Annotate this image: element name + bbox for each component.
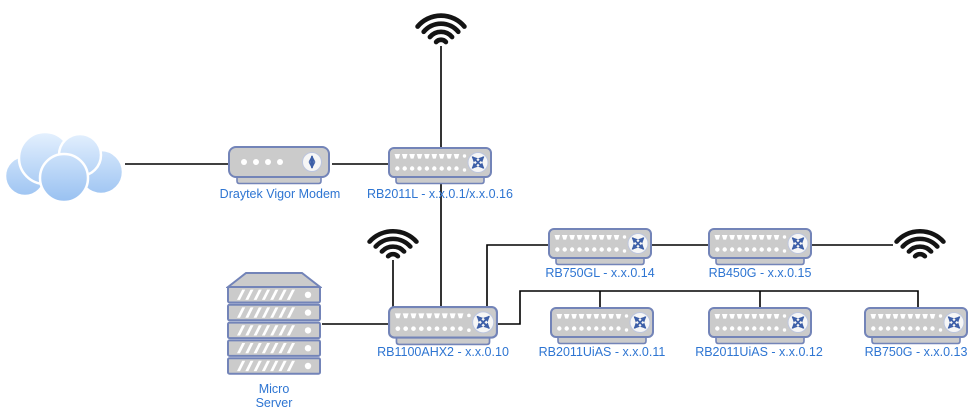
label-micro-server: Micro Server xyxy=(255,382,293,410)
modem-draytek-icon xyxy=(228,146,332,186)
label-rb450g: RB450G - x.x.0.15 xyxy=(708,266,812,280)
wifi-top-icon xyxy=(414,9,468,47)
label-rb2011uias-11: RB2011UiAS - x.x.0.11 xyxy=(538,345,666,359)
label-rb2011uias-12: RB2011UiAS - x.x.0.12 xyxy=(695,345,823,359)
router-rb2011uias-12-icon xyxy=(708,307,812,345)
wifi-left-icon xyxy=(366,225,420,261)
internet-cloud-icon xyxy=(2,127,125,203)
label-rb750g: RB750G - x.x.0.13 xyxy=(864,345,968,359)
label-draytek-modem: Draytek Vigor Modem xyxy=(219,187,341,201)
label-rb750gl: RB750GL - x.x.0.14 xyxy=(545,266,655,280)
router-rb1100ahx2-icon xyxy=(388,306,498,346)
micro-server-icon xyxy=(226,270,322,378)
label-rb1100ahx2: RB1100AHX2 - x.x.0.10 xyxy=(377,345,509,359)
router-rb2011l-icon xyxy=(388,147,492,185)
router-rb750g-icon xyxy=(864,307,968,345)
router-rb750gl-icon xyxy=(548,228,652,266)
label-rb2011l: RB2011L - x.x.0.1/x.x.0.16 xyxy=(367,187,513,201)
router-rb450g-icon xyxy=(708,228,812,266)
wifi-right-icon xyxy=(893,225,947,261)
router-rb2011uias-11-icon xyxy=(550,307,654,345)
